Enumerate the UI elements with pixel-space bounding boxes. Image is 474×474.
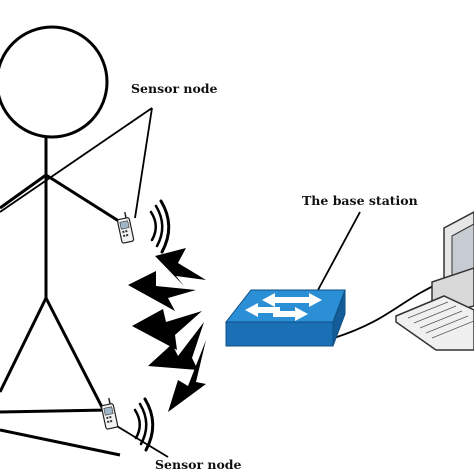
- stick-figure: [0, 25, 126, 457]
- figure-left-arm: [0, 173, 47, 210]
- lightning-bolt-icon: [168, 340, 206, 412]
- lightning-bolt-icon: [132, 309, 202, 350]
- phone-sensor-icon: [117, 211, 135, 244]
- sensor-node-label-top: Sensor node: [131, 81, 218, 96]
- figure-head: [0, 25, 109, 139]
- callout-top-to-sensor: [134, 107, 153, 219]
- figure-right-leg: [44, 297, 108, 416]
- network-switch-icon: [224, 289, 346, 347]
- sensor-node-label-bottom: Sensor node: [155, 457, 242, 472]
- phone-sensor-icon: [101, 397, 119, 430]
- lightning-bolts: [128, 248, 206, 412]
- wireless-signal-icon: [133, 397, 155, 452]
- figure-left-leg: [0, 297, 48, 393]
- figure-right-arm: [45, 173, 126, 227]
- desktop-computer-icon: [395, 211, 474, 351]
- callout-lines: [0, 107, 443, 458]
- callout-base-station: [317, 211, 361, 291]
- lightning-bolt-icon: [148, 322, 204, 370]
- wireless-signal-icon: [149, 199, 171, 254]
- lightning-bolt-icon: [128, 271, 196, 311]
- callout-top-to-arm: [0, 107, 153, 213]
- lightning-bolt-icon: [155, 248, 206, 286]
- figure-ground: [0, 428, 121, 457]
- switch-to-computer-cable: [333, 281, 443, 339]
- figure-foot: [0, 408, 109, 414]
- base-station-label: The base station: [302, 193, 418, 208]
